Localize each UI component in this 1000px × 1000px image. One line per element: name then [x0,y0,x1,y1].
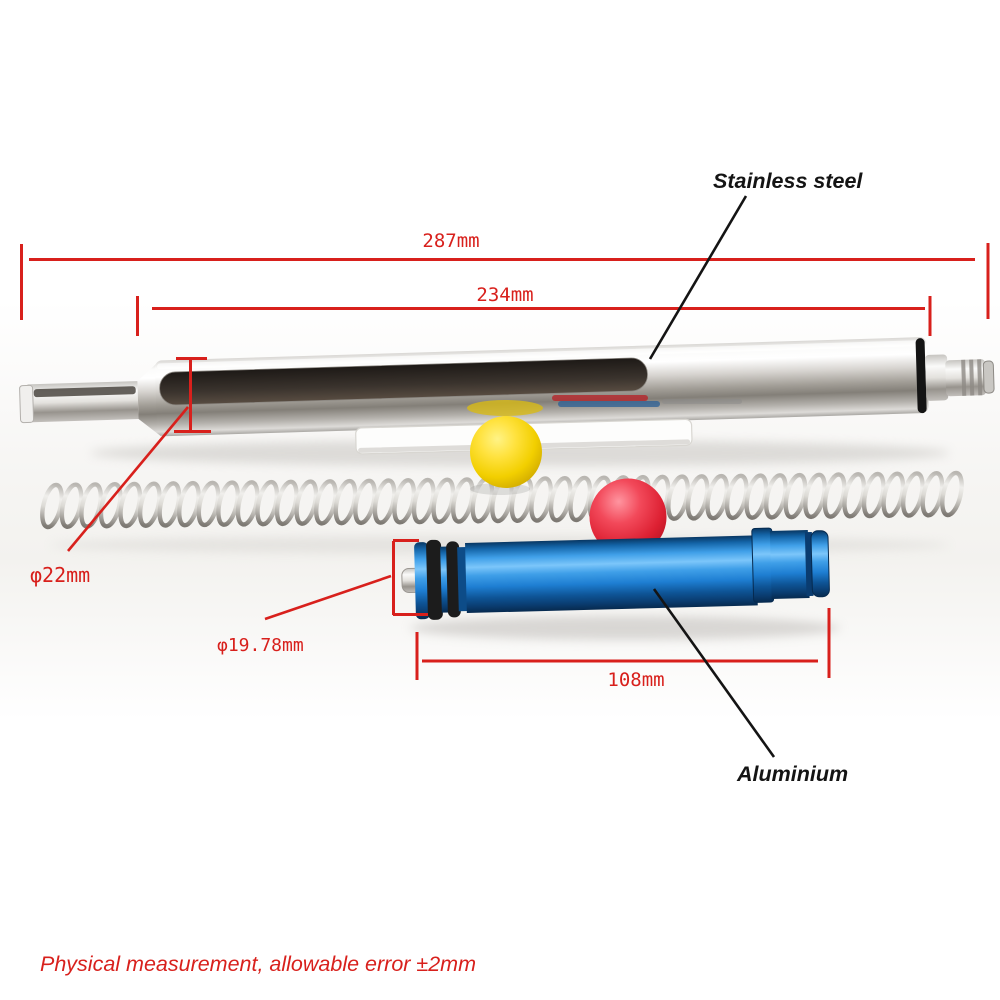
piston-end-cap [810,530,830,598]
shaft-slot-groove [33,386,136,398]
dim-287mm-label: 287mm [422,230,479,252]
nozzle-tip [982,360,995,394]
dimension-234mm [136,296,932,336]
piston-body [465,535,758,614]
stainless-cylinder [19,337,995,437]
nozzle-ridge [961,359,967,396]
piston-shadow [410,616,840,640]
dimension-cylinder-diameter [67,357,211,552]
aluminium-leader-line [652,588,776,758]
blue-reflection-streak [558,401,660,407]
piston-rear-ring [769,530,810,600]
yellow-ball [470,416,542,488]
cylinder-reflections [467,395,742,416]
dim-234mm-label: 234mm [476,284,533,306]
dim-108mm-label: 108mm [607,669,664,691]
yellow-ball-reflection [467,400,543,416]
dim-leader-line [67,406,189,552]
shaft-taper [137,361,162,437]
nozzle-ridge [977,359,983,396]
rear-collar [925,354,949,401]
stainless-steel-label: Stainless steel [713,169,863,193]
dimension-287mm [20,243,990,320]
stainless-leader-line [648,195,748,360]
rear-o-ring [915,338,927,414]
aluminium-label: Aluminium [736,762,848,786]
red-reflection-streak [552,395,648,401]
dimension-108mm [415,608,831,680]
yellow-foam-ball [470,416,542,495]
piston-o-ring-1 [426,539,443,620]
gray-reflection-streak [662,399,742,404]
dim-leader-line [264,574,392,621]
tolerance-footnote: Physical measurement, allowable error ±2… [40,952,476,976]
red-ball [589,478,667,556]
dim-phi22-label: φ22mm [30,563,90,587]
cylinder-top-highlight [156,340,925,370]
cocking-slot [159,357,648,406]
nozzle-ridge [969,359,975,396]
dim-phi1978-label: φ19.78mm [217,635,304,656]
shaft-end-face [19,384,35,424]
piston-front-disc [414,542,430,620]
spring-coil [940,470,964,518]
piston-o-ring-2 [446,541,461,618]
dimension-piston-diameter [264,539,428,621]
aluminium-piston [401,527,830,620]
